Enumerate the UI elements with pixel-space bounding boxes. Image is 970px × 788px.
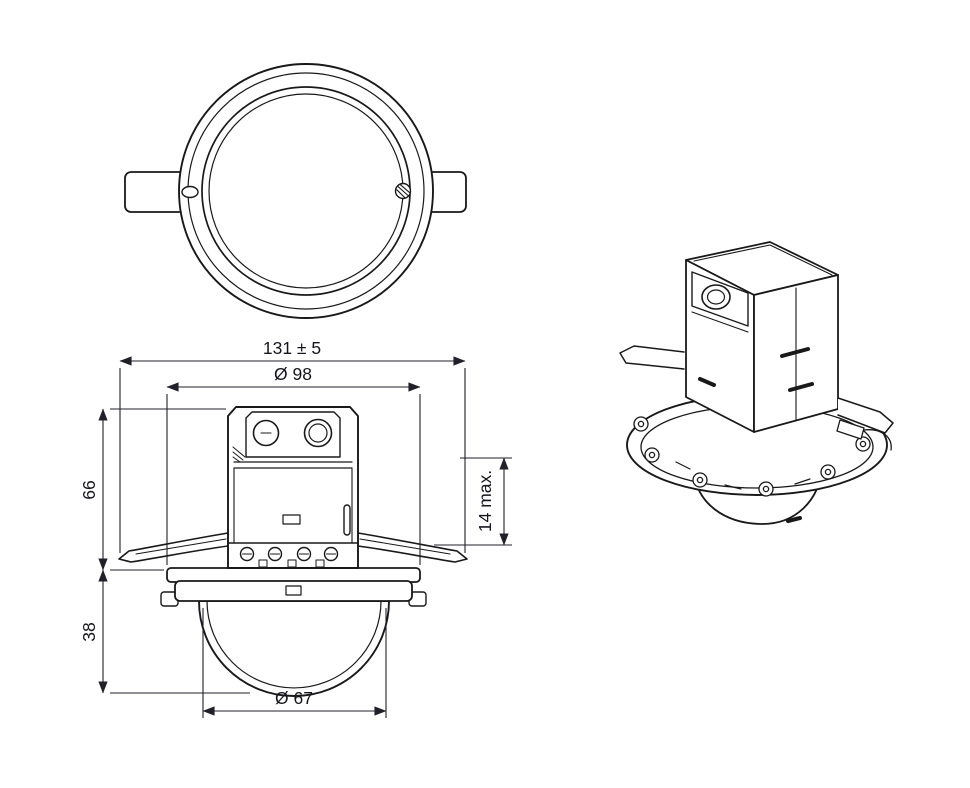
spring-clip-left	[118, 532, 229, 563]
iso-slot-front	[698, 377, 716, 387]
iso-ring-details	[675, 461, 811, 490]
front-view	[118, 406, 468, 697]
outer-rim	[178, 63, 434, 319]
side-slot	[343, 504, 351, 536]
fixing-screw	[394, 182, 412, 200]
sensor-housing	[227, 406, 359, 569]
label-window	[282, 514, 301, 525]
isometric-view	[619, 241, 894, 525]
iso-clip-left	[619, 345, 685, 370]
dim-label-dome-diameter: Ø 67	[275, 688, 313, 708]
iso-dome-nub	[786, 516, 802, 523]
dim-flange-diameter: Ø 98	[166, 364, 421, 565]
dim-dome-diameter: Ø 67	[202, 608, 387, 718]
dim-label-flange-diameter: Ø 98	[274, 364, 312, 384]
iso-label-right	[780, 347, 810, 358]
hatch-marks	[232, 446, 246, 463]
dim-dome-height: 38	[79, 569, 250, 694]
dim-housing-height: 66	[79, 408, 226, 571]
dim-label-housing-height: 66	[79, 480, 99, 499]
dim-label-dome-height: 38	[79, 622, 99, 641]
flange-clip-window	[285, 585, 302, 596]
iso-lens-panel	[691, 271, 749, 327]
iso-ring-screws	[633, 416, 871, 497]
lens-left	[252, 419, 280, 447]
dim-overall-width: 131 ± 5	[119, 338, 466, 553]
iso-housing	[685, 241, 839, 433]
sensor-head-panel	[245, 411, 341, 458]
terminal-screws	[239, 546, 339, 568]
dim-ceiling-thickness: 14 max.	[434, 457, 512, 546]
dim-label-overall-width: 131 ± 5	[263, 338, 321, 358]
iso-clip-right	[837, 397, 894, 434]
tab-slot	[181, 185, 199, 199]
dimensions: 131 ± 5 Ø 98 66 38 14 max. Ø 67	[79, 338, 512, 718]
dim-label-ceiling-thickness: 14 max.	[475, 470, 495, 532]
iso-slot-right	[788, 382, 814, 392]
spring-clip-right	[357, 532, 468, 563]
top-view	[124, 63, 467, 319]
iso-dome	[693, 467, 823, 525]
glass-dome	[198, 600, 390, 697]
lens-right	[303, 418, 333, 448]
iso-connector	[836, 419, 892, 451]
ceiling-flange	[160, 567, 427, 607]
iso-lens	[701, 284, 731, 310]
